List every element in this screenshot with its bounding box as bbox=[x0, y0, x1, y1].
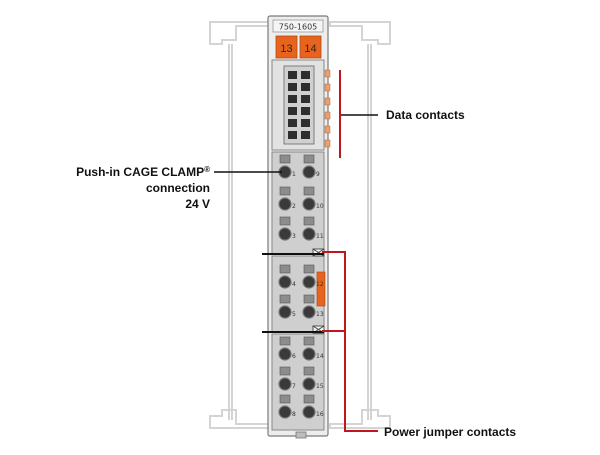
data-pin bbox=[301, 83, 310, 91]
push-in-callout: Push-in CAGE CLAMP® connection 24 V bbox=[76, 165, 282, 211]
clamp-hole bbox=[302, 227, 316, 241]
push-button bbox=[303, 366, 315, 376]
data-pin bbox=[288, 131, 297, 139]
data-pin bbox=[288, 95, 297, 103]
push-in-label-line3: 24 V bbox=[185, 197, 210, 211]
push-in-label-line1: Push-in CAGE CLAMP® bbox=[76, 165, 210, 179]
data-contact-pad bbox=[324, 97, 331, 106]
terminal-number: 5 bbox=[292, 311, 296, 318]
led-14-label: 14 bbox=[304, 43, 316, 55]
terminal-number: 2 bbox=[292, 203, 296, 210]
terminal-number: 11 bbox=[316, 233, 324, 240]
push-in-label-line2: connection bbox=[146, 181, 210, 195]
clamp-hole bbox=[278, 347, 292, 361]
data-pin bbox=[288, 83, 297, 91]
data-contact-block bbox=[271, 59, 331, 151]
clamp-hole bbox=[278, 275, 292, 289]
push-button bbox=[303, 294, 315, 304]
data-pin bbox=[301, 71, 310, 79]
terminal-number: 6 bbox=[292, 353, 296, 360]
terminal-number: 4 bbox=[292, 281, 296, 288]
push-button bbox=[303, 264, 315, 274]
clamp-hole bbox=[302, 305, 316, 319]
push-button bbox=[279, 294, 291, 304]
terminal-number: 3 bbox=[292, 233, 296, 240]
data-contact-pad bbox=[324, 83, 331, 92]
clamp-hole bbox=[278, 197, 292, 211]
clamp-hole bbox=[278, 305, 292, 319]
rail-frame bbox=[209, 21, 391, 429]
push-button bbox=[303, 394, 315, 404]
clamp-hole bbox=[302, 405, 316, 419]
terminal-number: 15 bbox=[316, 383, 324, 390]
data-contacts-callout: Data contacts bbox=[339, 70, 465, 158]
data-pin bbox=[288, 119, 297, 127]
power-jumper-callout bbox=[322, 251, 378, 432]
push-button bbox=[279, 336, 291, 346]
clamp-hole bbox=[302, 197, 316, 211]
data-contact-pad bbox=[324, 125, 331, 134]
registered-mark: ® bbox=[204, 165, 210, 174]
terminal-number: 8 bbox=[292, 411, 296, 418]
data-contacts-label: Data contacts bbox=[386, 108, 465, 122]
clamp-hole bbox=[302, 165, 316, 179]
led-13: 13 bbox=[275, 35, 298, 59]
terminal-number: 13 bbox=[316, 311, 324, 318]
push-button bbox=[303, 154, 315, 164]
io-module: 750-1605 13 14 bbox=[267, 15, 331, 439]
power-jumper-orange bbox=[316, 271, 326, 307]
clamp-hole bbox=[302, 377, 316, 391]
led-13-label: 13 bbox=[280, 43, 292, 55]
power-jumper-label: Power jumper contacts bbox=[384, 425, 516, 439]
push-button bbox=[303, 216, 315, 226]
clamp-hole bbox=[302, 347, 316, 361]
clamp-hole bbox=[278, 405, 292, 419]
data-pin bbox=[301, 107, 310, 115]
clamp-hole bbox=[278, 377, 292, 391]
push-button bbox=[279, 366, 291, 376]
data-pin bbox=[301, 95, 310, 103]
terminal-number: 1 bbox=[292, 171, 296, 178]
data-contact-pad bbox=[324, 69, 331, 78]
data-pin bbox=[288, 107, 297, 115]
data-pin bbox=[301, 119, 310, 127]
terminal-number: 10 bbox=[316, 203, 324, 210]
data-contact-pad bbox=[324, 139, 331, 148]
terminal-number: 7 bbox=[292, 383, 296, 390]
data-pin bbox=[288, 71, 297, 79]
terminal-number: 12 bbox=[316, 281, 324, 288]
led-14: 14 bbox=[299, 35, 322, 59]
clamp-hole bbox=[302, 275, 316, 289]
push-button bbox=[279, 394, 291, 404]
push-button bbox=[279, 154, 291, 164]
part-number-label: 750-1605 bbox=[279, 23, 318, 32]
terminal-number: 14 bbox=[316, 353, 324, 360]
data-contact-pad bbox=[324, 111, 331, 120]
push-button bbox=[279, 216, 291, 226]
push-button bbox=[303, 336, 315, 346]
push-button bbox=[279, 264, 291, 274]
terminal-number: 16 bbox=[316, 411, 324, 418]
terminal-number: 9 bbox=[316, 171, 320, 178]
push-button bbox=[303, 186, 315, 196]
data-pin bbox=[301, 131, 310, 139]
clamp-hole bbox=[278, 227, 292, 241]
push-button bbox=[279, 186, 291, 196]
